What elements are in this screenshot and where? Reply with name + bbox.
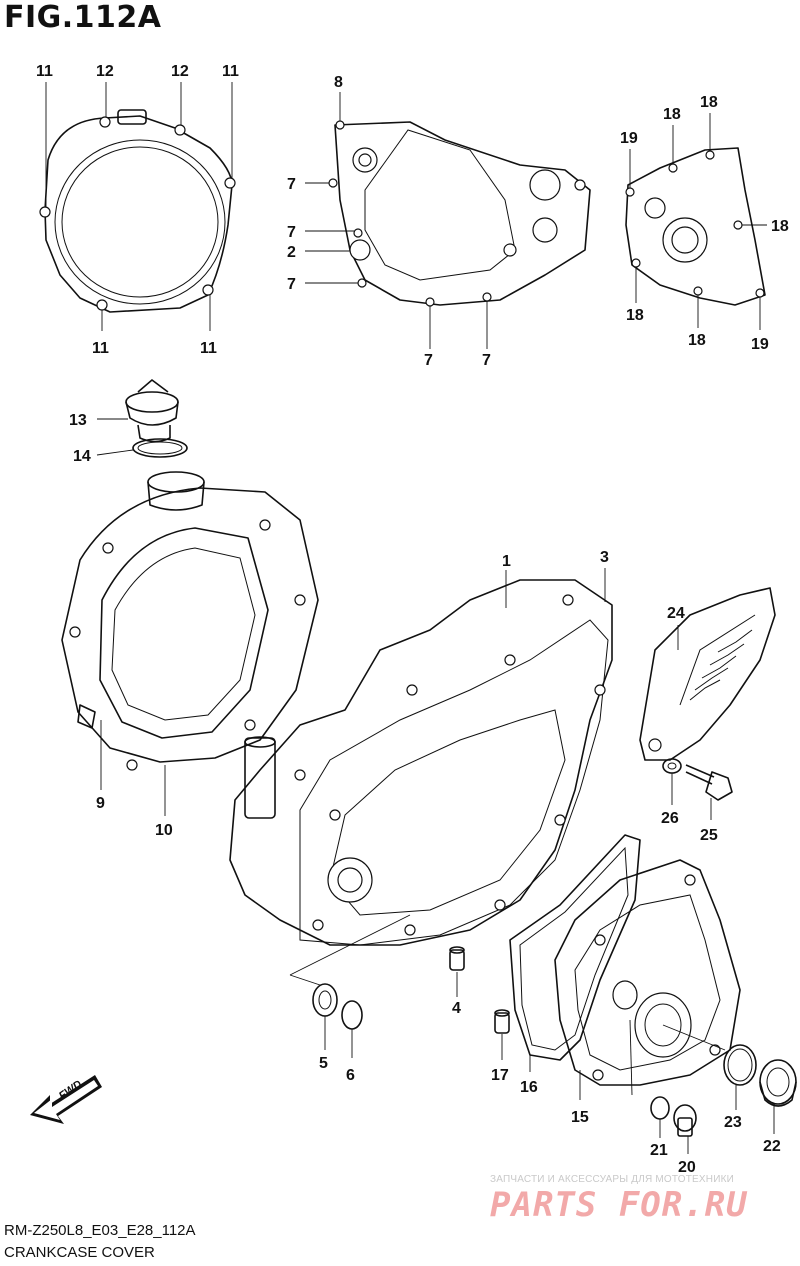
callout-1: 1	[502, 553, 511, 570]
callout-21: 21	[650, 1142, 668, 1159]
crankcase-gasket-view	[328, 120, 591, 307]
watermark-tagline: ЗАПЧАСТИ И АКСЕССУАРЫ ДЛЯ МОТОТЕХНИКИ	[490, 1174, 735, 1185]
callout-8: 8	[334, 74, 343, 91]
callout-24: 24	[667, 605, 685, 622]
dowel-pin-4	[449, 946, 465, 971]
oil-filler-cap	[125, 379, 179, 443]
o-ring-23	[723, 1044, 757, 1086]
callout-13: 13	[69, 412, 87, 429]
callout-11: 11	[92, 340, 109, 357]
callout-11: 11	[222, 63, 239, 80]
callout-22: 22	[763, 1138, 781, 1155]
oil-seal-5	[312, 983, 338, 1017]
callout-11: 11	[200, 340, 217, 357]
figure-caption: CRANKCASE COVER	[4, 1244, 155, 1261]
cap-22	[759, 1059, 797, 1107]
o-ring-21	[650, 1096, 670, 1120]
leader-lines	[45, 82, 775, 1154]
callout-19: 19	[620, 130, 638, 147]
callout-6: 6	[346, 1067, 355, 1084]
watermark-logo: PARTS FOR.RU	[490, 1185, 748, 1225]
callout-12: 12	[171, 63, 189, 80]
callout-14: 14	[73, 448, 91, 465]
callout-17: 17	[491, 1067, 509, 1084]
plug-20	[673, 1104, 697, 1137]
callout-19: 19	[751, 336, 769, 353]
callout-7: 7	[287, 224, 296, 241]
callout-4: 4	[452, 1000, 461, 1017]
guard-cover	[639, 587, 776, 761]
callout-12: 12	[96, 63, 114, 80]
callout-18: 18	[700, 94, 718, 111]
callout-labels: 11 12 12 11 11 11 8 7 7 2 7 7 7 19 18 18…	[36, 63, 789, 1176]
callout-18: 18	[688, 332, 706, 349]
callout-20: 20	[678, 1159, 696, 1176]
callout-7: 7	[482, 352, 491, 369]
callout-23: 23	[724, 1114, 742, 1131]
callout-5: 5	[319, 1055, 328, 1072]
circlip-6	[341, 1000, 363, 1030]
callout-26: 26	[661, 810, 679, 827]
crankcase	[229, 579, 613, 946]
callout-2: 2	[287, 244, 296, 261]
callout-16: 16	[520, 1079, 538, 1096]
callout-25: 25	[700, 827, 718, 844]
callout-18: 18	[663, 106, 681, 123]
callout-15: 15	[571, 1109, 589, 1126]
bolt-25	[685, 764, 733, 801]
callout-3: 3	[600, 549, 609, 566]
fwd-arrow-icon: FWD	[30, 1075, 102, 1124]
callout-7: 7	[287, 276, 296, 293]
model-code: RM-Z250L8_E03_E28_112A	[4, 1222, 196, 1239]
figure-title: FIG.112A	[4, 0, 162, 35]
callout-10: 10	[155, 822, 173, 839]
dowel-pin-17	[494, 1009, 510, 1034]
o-ring-14	[132, 438, 188, 458]
callout-18: 18	[626, 307, 644, 324]
washer-26	[662, 758, 682, 774]
callout-18: 18	[771, 218, 789, 235]
callout-9: 9	[96, 795, 105, 812]
callout-7: 7	[287, 176, 296, 193]
clutch-cover-outline-view	[39, 109, 236, 313]
magneto-cover-gasket	[509, 834, 641, 1061]
magneto-cover-view	[625, 147, 766, 306]
clutch-cover	[61, 471, 319, 771]
callout-7: 7	[424, 352, 433, 369]
callout-11: 11	[36, 63, 53, 80]
